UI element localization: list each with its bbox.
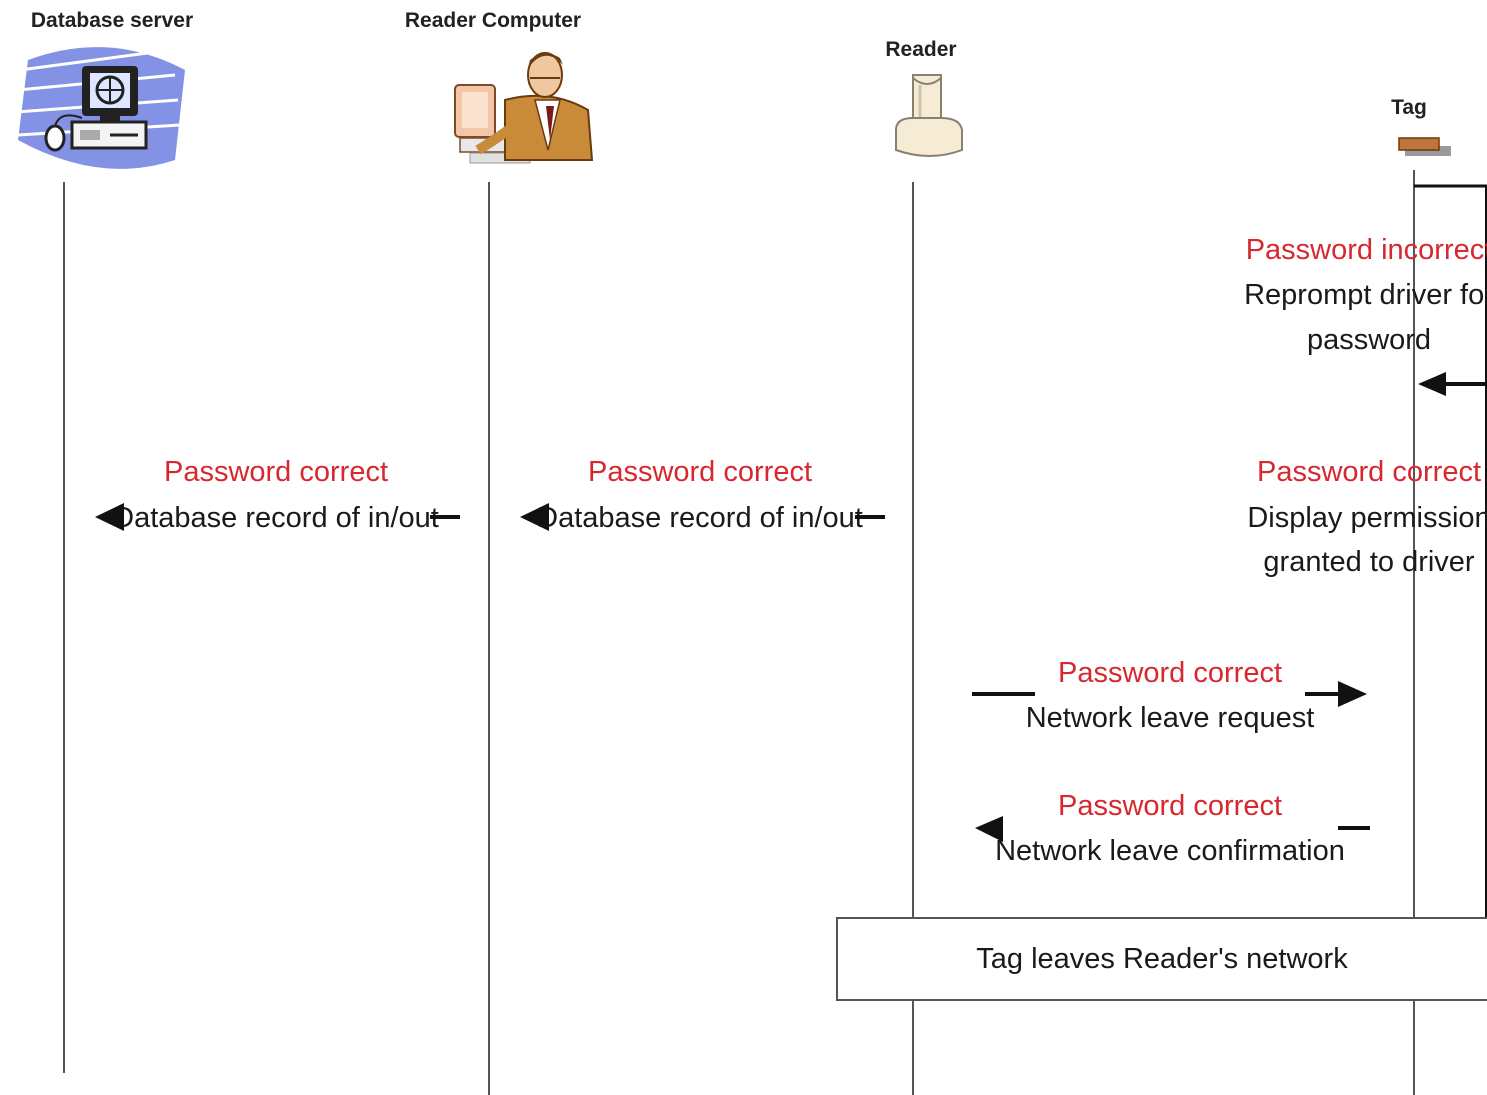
message-status-incorrect: Password incorrect xyxy=(1246,234,1487,266)
person-at-computer-icon xyxy=(454,52,594,164)
reader-device-icon xyxy=(895,74,963,157)
message-status-correct-tag: Password correct xyxy=(1257,456,1481,488)
tag-icon xyxy=(1398,137,1451,156)
message-text-reprompt: Reprompt driver for xyxy=(1244,279,1487,311)
event-box-text: Tag leaves Reader's network xyxy=(976,943,1348,975)
message-status-correct-leave-confirm: Password correct xyxy=(1058,790,1282,822)
arrow-computer-record xyxy=(520,503,885,531)
message-text-leave-request: Network leave request xyxy=(1026,702,1315,734)
message-text-computer-record: Database record of in/out xyxy=(537,502,863,534)
tag-activation-frame xyxy=(1414,184,1487,1000)
message-text-db-record: Database record of in/out xyxy=(113,502,439,534)
message-text-leave-confirm: Network leave confirmation xyxy=(995,835,1345,867)
actor-label-reader: Reader xyxy=(885,38,956,61)
message-status-correct-db: Password correct xyxy=(164,456,388,488)
actor-label-database-server: Database server xyxy=(31,9,193,32)
message-status-correct-computer: Password correct xyxy=(588,456,812,488)
message-text-display-permission: Display permission xyxy=(1247,502,1487,534)
message-status-correct-leave-request: Password correct xyxy=(1058,657,1282,689)
arrow-db-record xyxy=(95,503,460,531)
computer-icon xyxy=(15,47,185,169)
arrow-leave-confirm xyxy=(975,816,1370,842)
message-text-password: password xyxy=(1307,324,1431,356)
arrow-leave-request xyxy=(972,681,1367,707)
arrow-reprompt xyxy=(1418,372,1487,396)
message-text-granted: granted to driver xyxy=(1263,546,1475,578)
actor-label-tag: Tag xyxy=(1391,96,1427,119)
actor-label-reader-computer: Reader Computer xyxy=(405,9,581,32)
event-box xyxy=(836,917,1487,1001)
